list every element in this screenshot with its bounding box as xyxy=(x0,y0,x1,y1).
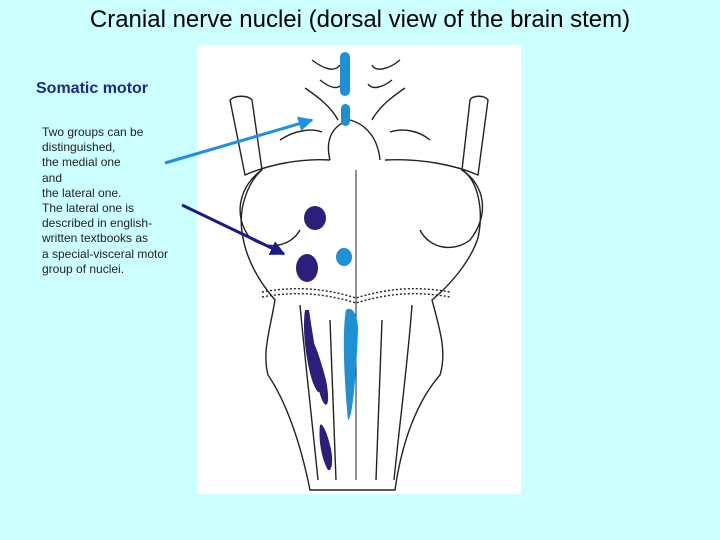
description-line: Two groups can be xyxy=(42,125,144,139)
facial-motor-nucleus xyxy=(296,254,318,282)
section-heading: Somatic motor xyxy=(36,80,149,97)
description-line: described in english- xyxy=(42,216,153,231)
description-line: The lateral one is xyxy=(42,201,135,216)
brainstem-outline xyxy=(229,59,489,491)
description-text: Two groups can be distinguished, the med… xyxy=(42,125,202,277)
hypoglossal-nucleus xyxy=(343,308,358,420)
description-line: a special-visceral motor xyxy=(42,246,169,261)
figure-panel xyxy=(197,45,521,494)
description-line: and xyxy=(42,170,63,185)
arrow-medial-group xyxy=(164,116,314,165)
slide-title: Cranial nerve nuclei (dorsal view of the… xyxy=(89,6,631,33)
oculomotor-nucleus xyxy=(340,52,350,96)
description-line: the medial one xyxy=(42,155,121,170)
trigeminal-motor-nucleus xyxy=(304,206,326,230)
description-line: the lateral one. xyxy=(42,185,122,200)
description-line: distinguished, xyxy=(42,140,116,155)
medial-nuclei xyxy=(336,52,358,420)
description-line: written textbooks as xyxy=(42,231,149,246)
description-line: group of nuclei. xyxy=(42,261,125,276)
accessory-nucleus xyxy=(319,424,333,471)
ambiguus-nucleus-lower xyxy=(312,340,329,405)
lateral-nuclei xyxy=(296,206,333,471)
trochlear-nucleus xyxy=(341,104,350,126)
abducens-nucleus xyxy=(336,248,352,266)
arrow-lateral-group xyxy=(181,203,286,256)
